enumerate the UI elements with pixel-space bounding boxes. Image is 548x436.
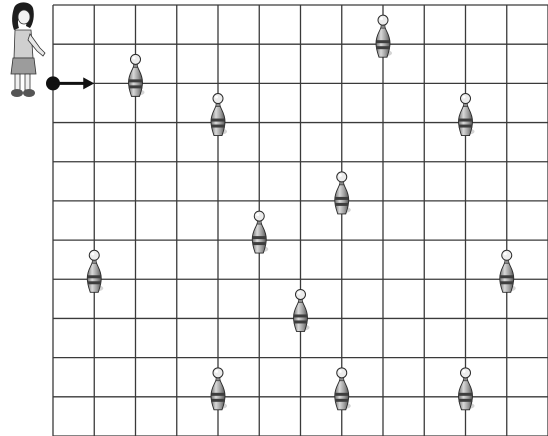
grid [53,5,548,436]
player-leg-right [25,74,30,90]
player-face [18,10,30,24]
player-skirt [11,58,36,74]
bowling-pin [211,94,227,136]
start-marker [46,76,94,90]
player-leg-left [15,74,20,90]
bowling-pin [87,250,103,292]
bowling-pin [129,54,145,96]
player-shoe-left [11,89,23,97]
direction-arrow-head [83,77,94,89]
bowling-pin [459,94,475,136]
bowling-pin [335,172,351,214]
bowling-pin [211,368,227,410]
bowling-pin [459,368,475,410]
bowling-pin [294,289,310,331]
bowling-pin [335,368,351,410]
bowling-pin [500,250,516,292]
player-shoe-right [23,89,35,97]
bowling-pins [87,15,516,410]
bowling-pin [376,15,392,57]
bowling-pin [252,211,268,253]
player-figure [11,2,45,97]
